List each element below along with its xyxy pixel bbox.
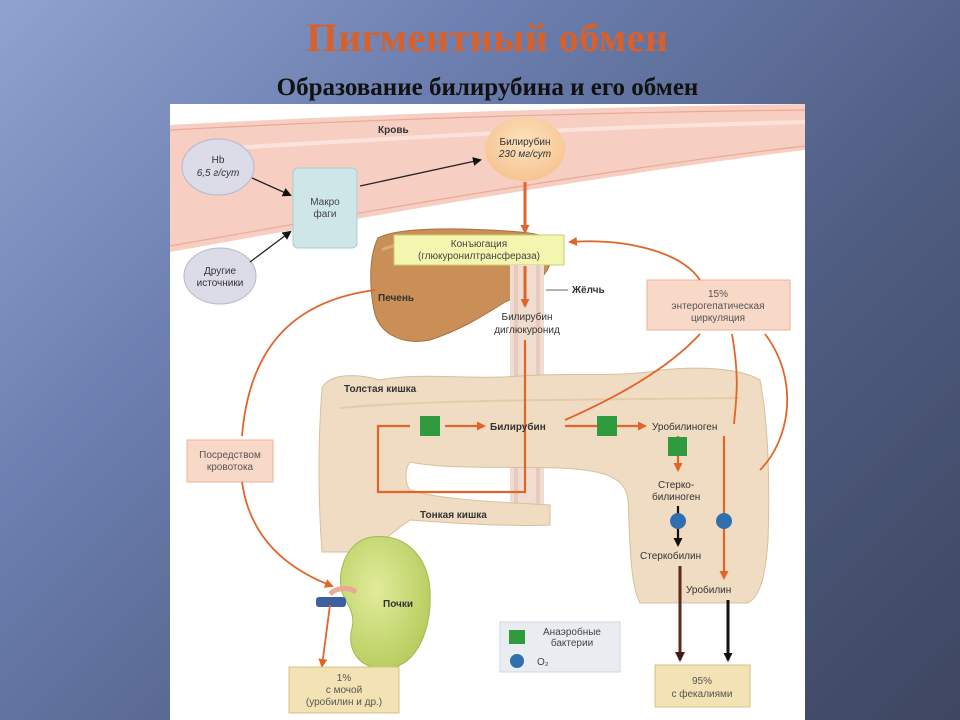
legend-bacteria-label-2: бактерии bbox=[551, 637, 593, 649]
renal-artery bbox=[328, 585, 358, 596]
arrow-bloodstream-to-kidney bbox=[241, 481, 334, 588]
oxygen-marker bbox=[716, 513, 732, 529]
blood-vessel-edge bbox=[169, 145, 806, 247]
feces-label: с фекалиями bbox=[671, 688, 732, 700]
arrow-enterohepatic-to-liver bbox=[568, 236, 701, 281]
conjugation-label: Конъюгация bbox=[451, 239, 507, 250]
urine-detail: (уробилин и др.) bbox=[306, 696, 382, 708]
legend-bacteria-swatch bbox=[509, 630, 525, 644]
oxygen-marker bbox=[670, 513, 686, 529]
hb-amount: 6,5 г/сут bbox=[197, 168, 240, 179]
conjugation-enzyme: (глюкуронилтрансфераза) bbox=[418, 250, 540, 262]
small-intestine-label: Тонкая кишка bbox=[420, 510, 487, 521]
macrophages-label-2: фаги bbox=[313, 208, 336, 220]
blood-vessel-inner bbox=[199, 120, 806, 152]
legend-oxygen-swatch bbox=[510, 654, 524, 668]
liver-label: Печень bbox=[378, 293, 414, 304]
bilirubin-node bbox=[485, 117, 565, 181]
other-sources-label-2: источники bbox=[197, 278, 244, 289]
arrow-other-to-macrophages bbox=[249, 230, 292, 263]
renal-vessel bbox=[316, 597, 346, 607]
bilirubin-diglucuronide-label-2: диглюкуронид bbox=[494, 325, 560, 336]
stercobilin-label: Стеркобилин bbox=[640, 550, 701, 562]
bilirubin-gut-label: Билирубин bbox=[490, 421, 546, 433]
blood-label: Кровь bbox=[378, 125, 409, 136]
kidney-label: Почки bbox=[383, 599, 413, 610]
hb-label: Hb bbox=[212, 155, 225, 166]
blood-vessel-edge bbox=[169, 109, 806, 131]
arrow-liver-to-bloodstream bbox=[241, 289, 376, 437]
feces-percent: 95% bbox=[692, 676, 712, 687]
arrow-gut-to-enterohepatic bbox=[564, 333, 701, 421]
legend-oxygen-label: O₂ bbox=[537, 657, 549, 668]
other-sources-label: Другие bbox=[204, 266, 236, 277]
other-sources-node bbox=[183, 247, 257, 305]
arrow-hb-to-macrophages bbox=[251, 177, 292, 197]
conjugation-box bbox=[393, 234, 565, 266]
bilirubin-diglucuronide-label: Билирубин bbox=[502, 311, 553, 323]
urine-percent: 1% bbox=[337, 673, 352, 684]
arrow-kidney-to-urine bbox=[318, 604, 331, 668]
bacteria-marker bbox=[668, 437, 687, 456]
feces-box bbox=[654, 664, 751, 708]
bacteria-marker bbox=[597, 416, 617, 436]
enterohepatic-label-2: циркуляция bbox=[691, 313, 745, 324]
bacteria-marker bbox=[420, 416, 440, 436]
legend-bacteria-label: Анаэробные bbox=[543, 626, 601, 638]
arrow-enterohepatic-to-kidney bbox=[759, 333, 789, 471]
arrow-enterohepatic-to-urobilin bbox=[731, 333, 738, 425]
bilirubin-label: Билирубин bbox=[500, 136, 551, 148]
colon-fold bbox=[339, 397, 741, 409]
macrophages-node bbox=[292, 167, 358, 249]
arrow-bile-into-gut bbox=[376, 340, 527, 494]
enterohepatic-box bbox=[646, 279, 791, 331]
bloodstream-box bbox=[186, 439, 274, 483]
urine-box bbox=[288, 666, 400, 714]
arrow-macrophages-to-bilirubin bbox=[359, 157, 482, 187]
urobilin-label: Уробилин bbox=[686, 584, 731, 596]
urine-label: с мочой bbox=[326, 685, 362, 696]
slide-subtitle: Образование билирубина и его обмен bbox=[276, 74, 699, 101]
bloodstream-label: Посредством bbox=[199, 450, 261, 461]
urobilinogen-label: Уробилиноген bbox=[652, 421, 717, 433]
colon-label: Толстая кишка bbox=[344, 384, 417, 395]
enterohepatic-label: энтерогепатическая bbox=[671, 301, 764, 312]
macrophages-label: Макро bbox=[310, 197, 340, 208]
enterohepatic-percent: 15% bbox=[708, 289, 728, 300]
bloodstream-label-2: кровотока bbox=[207, 462, 254, 473]
stercobilinogen-label: Стерко- bbox=[658, 480, 694, 491]
stercobilinogen-label-2: билиноген bbox=[652, 491, 700, 503]
hb-node bbox=[181, 138, 255, 196]
bile-label: Жёлчь bbox=[571, 285, 605, 296]
bilirubin-amount: 230 мг/сут bbox=[498, 149, 551, 160]
slide-title: Пигментный обмен bbox=[306, 15, 669, 60]
